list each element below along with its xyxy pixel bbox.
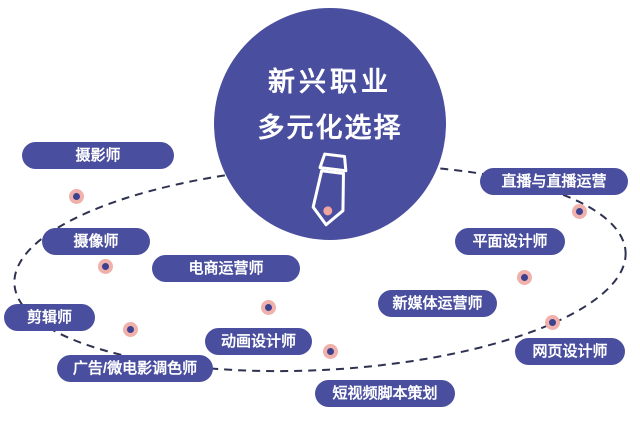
center-circle: 新兴职业 多元化选择 [214,8,446,240]
career-pill-video-editor: 剪辑师 [4,304,95,331]
path-node-dot [517,270,532,285]
career-pill-web-designer: 网页设计师 [515,338,625,365]
tie-icon [311,152,348,227]
career-pill-animation-designer: 动画设计师 [205,328,312,355]
diagram-title-line1: 新兴职业 [268,67,392,97]
path-node-dot [572,204,587,219]
path-node-dot [323,344,338,359]
career-pill-photographer: 摄影师 [22,142,174,169]
path-node-dot [123,322,138,337]
career-pill-graphic-designer: 平面设计师 [455,228,565,255]
path-node-dot [98,259,113,274]
career-pill-ecommerce-operator: 电商运营师 [152,255,300,282]
path-node-dot [69,189,84,204]
career-pill-new-media-operator: 新媒体运营师 [378,290,497,317]
path-node-dot [261,300,276,315]
career-pill-videographer: 摄像师 [42,228,150,255]
diagram-title-line2: 多元化选择 [257,113,403,143]
career-pill-colorist: 广告/微电影调色师 [57,355,213,382]
career-pill-short-video-script: 短视频脚本策划 [315,380,455,407]
career-pill-live-streaming: 直播与直播运营 [480,168,628,195]
path-node-dot [545,315,560,330]
